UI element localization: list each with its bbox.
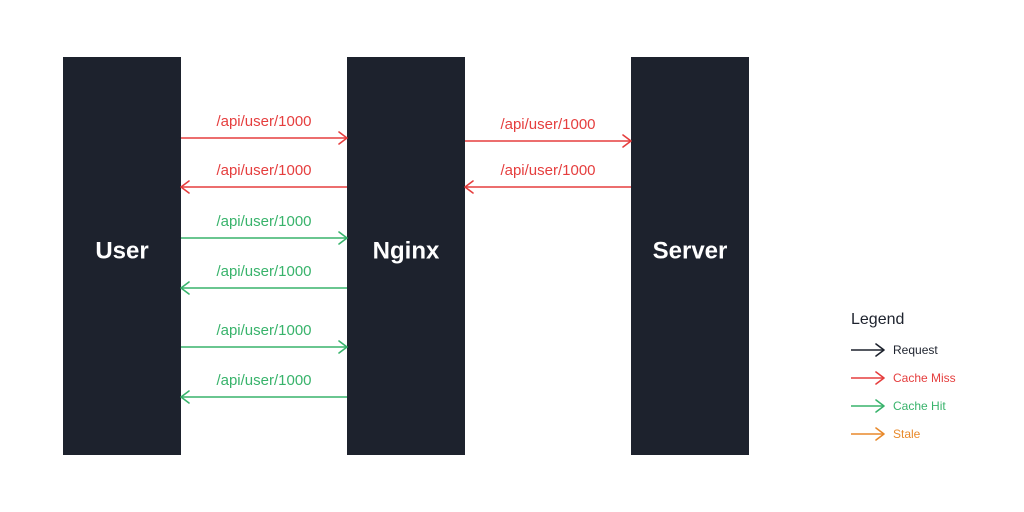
lanes-layer: User Nginx Server: [63, 57, 749, 455]
lane-server: Server: [631, 57, 749, 455]
legend-item-label: Cache Hit: [893, 399, 946, 413]
message-1: /api/user/1000: [181, 113, 348, 145]
legend-item-label: Cache Miss: [893, 371, 956, 385]
message-2: /api/user/1000: [180, 162, 347, 194]
lane-user-label: User: [95, 238, 148, 265]
message-7-arrow: [181, 340, 348, 354]
legend-item-request: Request: [851, 343, 938, 357]
message-8-arrow: [180, 390, 347, 404]
legend-item-cache-hit: Cache Hit: [851, 399, 946, 413]
message-2-arrow: [180, 180, 347, 194]
legend-title: Legend: [851, 311, 904, 328]
legend-cache-hit-arrow-icon: [851, 399, 885, 413]
legend-item-label: Stale: [893, 427, 921, 441]
message-5-label: /api/user/1000: [216, 213, 311, 230]
lane-server-label: Server: [653, 238, 728, 265]
legend-item-cache-miss: Cache Miss: [851, 371, 956, 385]
message-5: /api/user/1000: [181, 213, 348, 245]
message-7: /api/user/1000: [181, 322, 348, 354]
lane-user-box: [63, 57, 181, 455]
message-3-arrow: [465, 134, 632, 148]
message-2-label: /api/user/1000: [216, 162, 311, 179]
message-8: /api/user/1000: [180, 372, 347, 404]
lane-nginx-box: [347, 57, 465, 455]
legend-item-stale: Stale: [851, 427, 921, 441]
legend-request-arrow-icon: [851, 343, 885, 357]
message-6-arrow: [180, 281, 347, 295]
legend-item-label: Request: [893, 343, 938, 357]
lane-nginx-label: Nginx: [373, 238, 440, 265]
message-1-label: /api/user/1000: [216, 113, 311, 130]
message-1-arrow: [181, 131, 348, 145]
message-3-label: /api/user/1000: [500, 116, 595, 133]
lane-user: User: [63, 57, 181, 455]
message-6-label: /api/user/1000: [216, 263, 311, 280]
lane-server-box: [631, 57, 749, 455]
legend-stale-arrow-icon: [851, 427, 885, 441]
messages-layer: /api/user/1000/api/user/1000/api/user/10…: [180, 113, 632, 404]
message-4: /api/user/1000: [464, 162, 631, 194]
message-7-label: /api/user/1000: [216, 322, 311, 339]
message-6: /api/user/1000: [180, 263, 347, 295]
message-4-label: /api/user/1000: [500, 162, 595, 179]
message-3: /api/user/1000: [465, 116, 632, 148]
message-5-arrow: [181, 231, 348, 245]
message-4-arrow: [464, 180, 631, 194]
legend-cache-miss-arrow-icon: [851, 371, 885, 385]
lane-nginx: Nginx: [347, 57, 465, 455]
message-8-label: /api/user/1000: [216, 372, 311, 389]
